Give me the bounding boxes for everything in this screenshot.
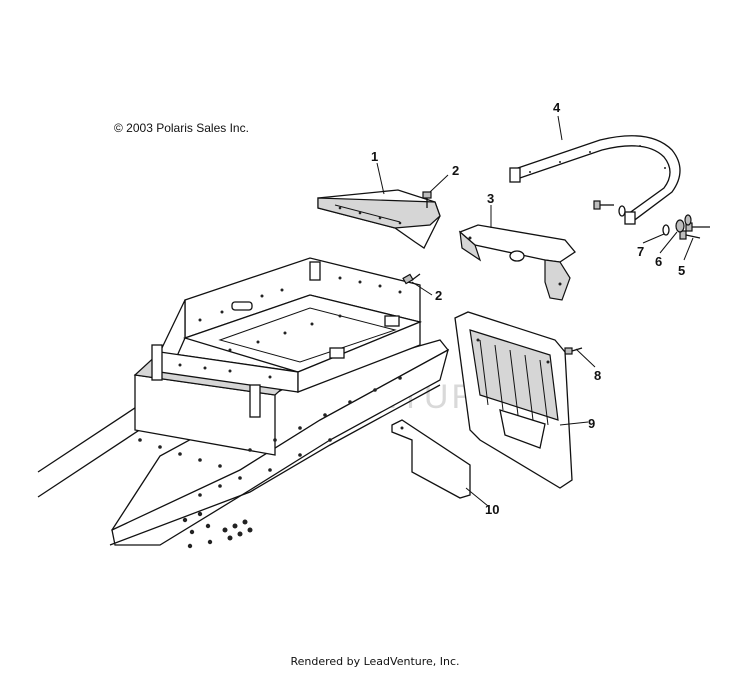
callout-2a: 2 <box>452 163 459 178</box>
leader-8 <box>575 348 596 368</box>
leader-7 <box>642 233 665 244</box>
part-8-clip <box>564 347 583 355</box>
part-7-washer <box>662 214 692 236</box>
callout-3: 3 <box>487 191 494 206</box>
leader-2a <box>429 174 449 193</box>
callout-9: 9 <box>588 416 595 431</box>
callout-8: 8 <box>594 368 601 383</box>
part-9-snowflap <box>454 311 573 489</box>
callout-7: 7 <box>637 244 644 259</box>
callout-4: 4 <box>553 100 561 115</box>
callout-10: 10 <box>485 502 499 517</box>
tunnel-holes <box>138 376 402 549</box>
leader-1 <box>376 162 385 195</box>
leader-10 <box>465 487 489 507</box>
part-2-fastener-mid <box>402 273 421 285</box>
leader-9 <box>559 421 589 426</box>
leader-6 <box>659 231 678 254</box>
part-3-bracket <box>458 224 576 301</box>
part-1-lid <box>317 189 441 249</box>
callout-2b: 2 <box>435 288 442 303</box>
leader-2b <box>411 281 433 296</box>
callout-5: 5 <box>678 263 685 278</box>
leader-4 <box>557 115 563 141</box>
callout-6: 6 <box>655 254 662 269</box>
part-4-handle <box>509 135 681 225</box>
rivet-holes <box>178 276 402 379</box>
part-2-fastener-top <box>422 191 432 208</box>
storage-box <box>151 257 423 418</box>
part-10-plate <box>391 419 471 499</box>
footer-credit: Rendered by LeadVenture, Inc. <box>290 655 460 668</box>
copyright-text: © 2003 Polaris Sales Inc. <box>114 121 249 135</box>
callout-1: 1 <box>371 149 378 164</box>
leader-5 <box>683 237 694 261</box>
part-6-nut <box>675 219 685 233</box>
